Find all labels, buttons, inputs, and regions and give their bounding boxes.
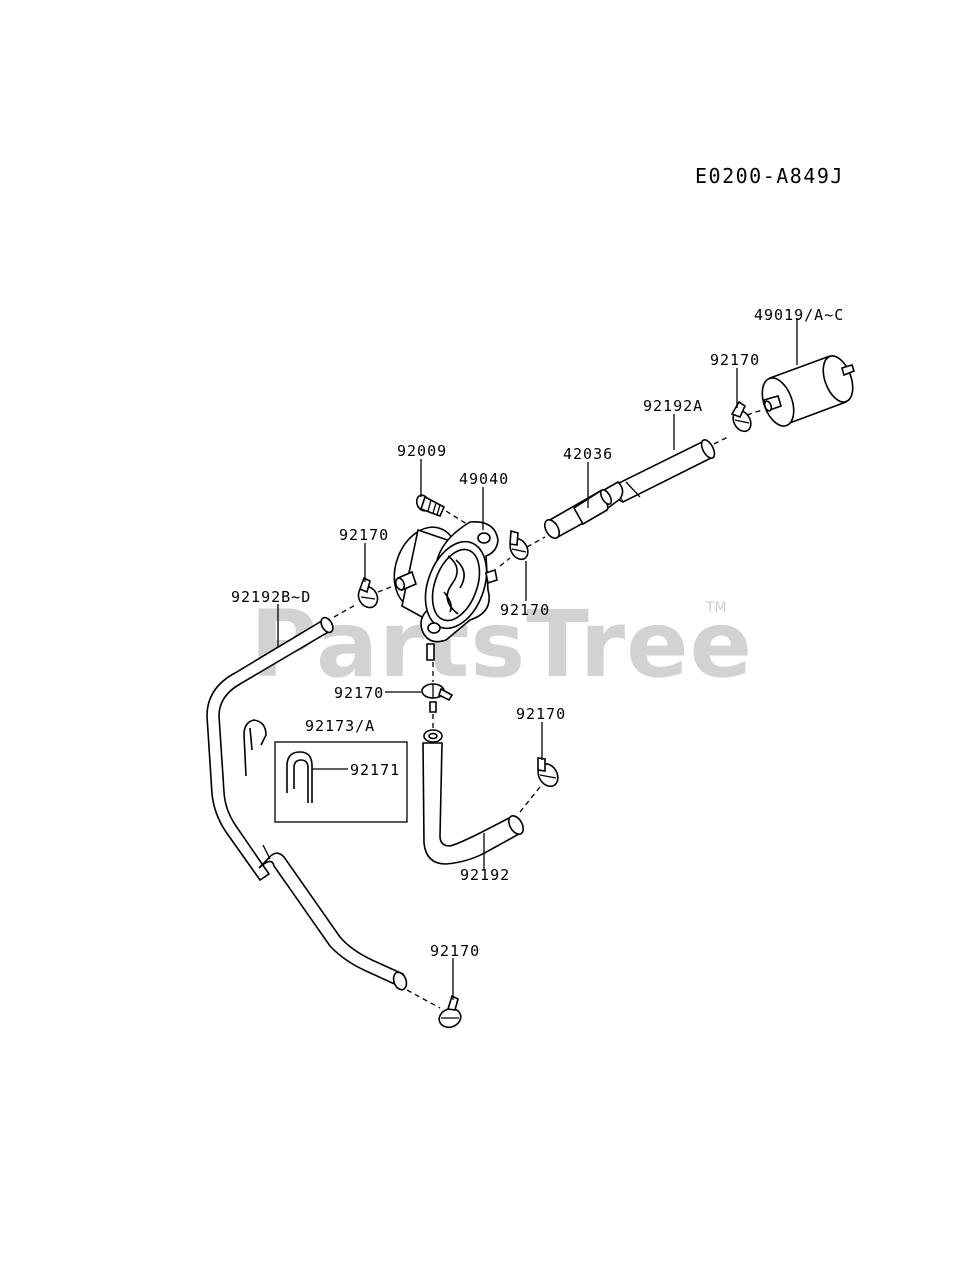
clamp-pump-left	[357, 576, 379, 609]
label-bolt: 92009	[397, 442, 447, 460]
label-fuel-pump: 49040	[459, 470, 509, 488]
label-clamp-lower-right: 92170	[516, 705, 566, 723]
label-hose-upper: 92192A	[643, 397, 703, 415]
clamp-pump-right	[509, 529, 529, 561]
label-hose-left: 92192B~D	[231, 588, 311, 606]
pipe	[543, 481, 624, 540]
label-clamp-pump-right: 92170	[500, 601, 550, 619]
watermark-trademark: TM	[705, 600, 727, 616]
hose-clip	[243, 719, 267, 777]
clip-set-box	[274, 741, 408, 823]
clamp-pump-bottom	[421, 683, 454, 713]
hose-lower	[422, 729, 525, 865]
label-clamp-bottom: 92170	[430, 942, 480, 960]
clip	[286, 751, 313, 803]
diagram-code: E0200-A849J	[695, 164, 844, 188]
clamp-filter	[730, 400, 752, 433]
label-clamp-pump-left: 92170	[339, 526, 389, 544]
fuel-filter	[761, 354, 855, 427]
label-clip: 92171	[350, 761, 400, 779]
watermark: PartsTree	[250, 591, 753, 698]
label-clip-set: 92173/A	[305, 717, 375, 735]
label-clamp-pump-bottom: 92170	[334, 684, 384, 702]
fuel-pump	[393, 521, 499, 661]
bolt	[415, 494, 446, 518]
hose-left	[206, 616, 408, 991]
clamp-bottom	[438, 994, 462, 1029]
clamp-lower-right	[537, 757, 559, 788]
label-pipe: 42036	[563, 445, 613, 463]
label-clamp-filter: 92170	[710, 351, 760, 369]
hose-upper	[610, 439, 716, 504]
label-fuel-filter: 49019/A~C	[754, 306, 844, 324]
label-hose-lower: 92192	[460, 866, 510, 884]
